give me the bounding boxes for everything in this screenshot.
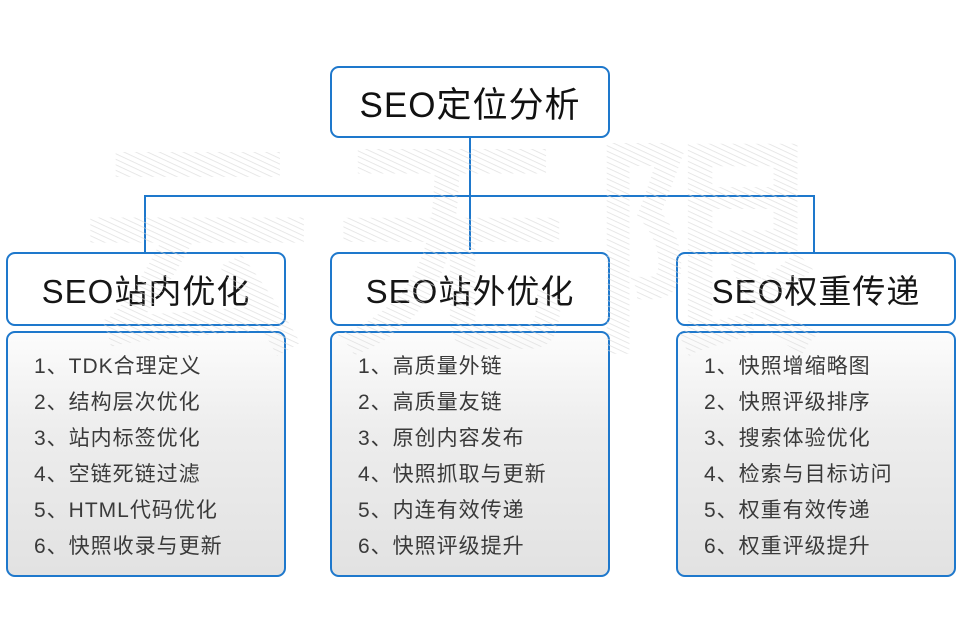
list-item: 3、站内标签优化 <box>34 427 201 450</box>
column-offsite-header: SEO站外优化 <box>330 252 610 326</box>
list-item: 4、快照抓取与更新 <box>358 463 547 486</box>
list-item: 6、快照收录与更新 <box>34 535 223 558</box>
list-item: 5、内连有效传递 <box>358 499 525 522</box>
list: 1、高质量外链 2、高质量友链 3、原创内容发布 4、快照抓取与更新 5、内连有… <box>358 349 600 565</box>
list-item: 5、权重有效传递 <box>704 499 871 522</box>
column-onsite-header: SEO站内优化 <box>6 252 286 326</box>
list-item: 2、快照评级排序 <box>704 391 871 414</box>
list-item: 6、权重评级提升 <box>704 535 871 558</box>
root-node-title: SEO定位分析 <box>359 85 581 125</box>
list: 1、TDK合理定义 2、结构层次优化 3、站内标签优化 4、空链死链过滤 5、H… <box>34 349 276 565</box>
list-item: 6、快照评级提升 <box>358 535 525 558</box>
root-node: SEO定位分析 <box>330 66 610 138</box>
connector-drop-left <box>144 195 146 252</box>
list-item: 1、高质量外链 <box>358 355 503 378</box>
list-item: 4、检索与目标访问 <box>704 463 893 486</box>
column-weight-list: 1、快照增缩略图 2、快照评级排序 3、搜索体验优化 4、检索与目标访问 5、权… <box>676 331 956 577</box>
column-weight-header: SEO权重传递 <box>676 252 956 326</box>
connector-root-vertical <box>469 138 471 196</box>
list-item: 5、HTML代码优化 <box>34 499 218 522</box>
connector-drop-middle <box>469 195 471 250</box>
list-item: 2、高质量友链 <box>358 391 503 414</box>
list-item: 3、搜索体验优化 <box>704 427 871 450</box>
list-item: 2、结构层次优化 <box>34 391 201 414</box>
column-onsite-list: 1、TDK合理定义 2、结构层次优化 3、站内标签优化 4、空链死链过滤 5、H… <box>6 331 286 577</box>
list-item: 4、空链死链过滤 <box>34 463 201 486</box>
column-onsite-title: SEO站内优化 <box>41 273 251 310</box>
list: 1、快照增缩略图 2、快照评级排序 3、搜索体验优化 4、检索与目标访问 5、权… <box>704 349 946 565</box>
connector-drop-right <box>813 195 815 252</box>
column-offsite-list: 1、高质量外链 2、高质量友链 3、原创内容发布 4、快照抓取与更新 5、内连有… <box>330 331 610 577</box>
connector-horizontal <box>145 195 815 197</box>
column-weight-title: SEO权重传递 <box>711 273 921 310</box>
list-item: 3、原创内容发布 <box>358 427 525 450</box>
column-offsite-title: SEO站外优化 <box>365 273 575 310</box>
list-item: 1、TDK合理定义 <box>34 355 202 378</box>
list-item: 1、快照增缩略图 <box>704 355 871 378</box>
